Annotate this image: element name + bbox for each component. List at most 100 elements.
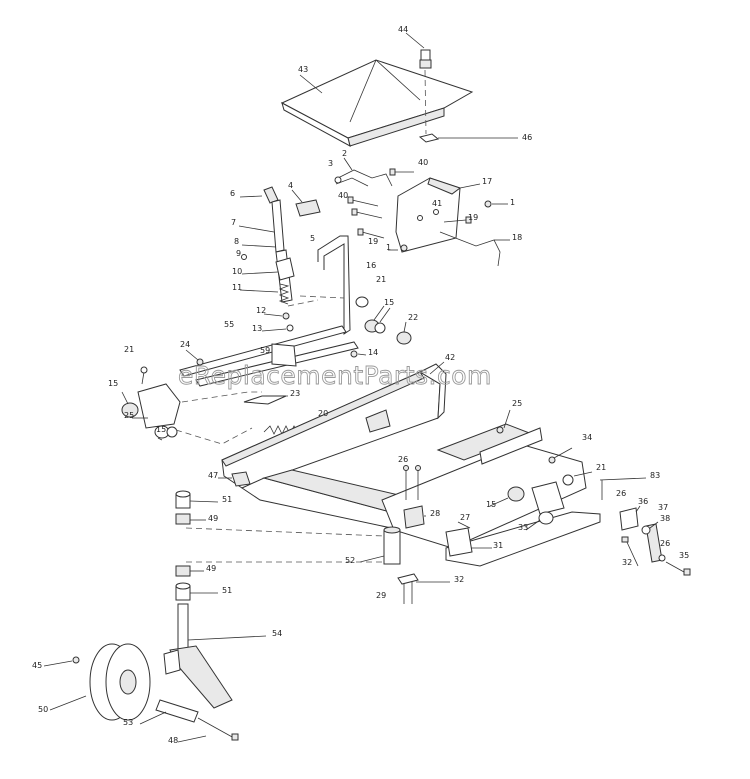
callout-c24: 24	[180, 340, 190, 349]
bolts-part-26-32-35	[621, 536, 691, 576]
callout-c34: 34	[582, 433, 592, 442]
knob-part-44	[405, 32, 432, 69]
callout-c51a: 51	[222, 495, 232, 504]
callout-c49b: 49	[206, 564, 216, 573]
callout-c53: 53	[123, 718, 133, 727]
right-bracket-part-33	[489, 481, 565, 531]
caster-fork-part-54	[163, 603, 267, 709]
callout-c21b: 21	[124, 345, 134, 354]
callout-c35: 35	[679, 551, 689, 560]
rear-frame-part-31	[381, 423, 601, 567]
callout-c32a: 32	[622, 558, 632, 567]
dashed-links	[175, 391, 262, 445]
callout-c47: 47	[208, 471, 218, 480]
callout-c29: 29	[376, 591, 386, 600]
callout-c48: 48	[168, 736, 178, 745]
bracket-part-2-3	[334, 157, 393, 187]
callout-c15c: 15	[156, 425, 166, 434]
callout-c16: 16	[366, 261, 376, 270]
callout-c55: 55	[224, 320, 234, 329]
callout-c32b: 32	[454, 575, 464, 584]
callout-c40a: 40	[418, 158, 428, 167]
callout-c54: 54	[272, 629, 282, 638]
callout-c40b: 40	[338, 191, 348, 200]
lever-part-5	[287, 235, 351, 335]
callout-c7: 7	[231, 218, 236, 227]
callout-c45: 45	[32, 661, 42, 670]
callout-c14: 14	[368, 348, 378, 357]
callout-c9: 9	[236, 249, 241, 258]
callout-c15a: 15	[384, 298, 394, 307]
left-bracket-part-15-25	[121, 366, 181, 441]
nuts-part-1	[388, 200, 508, 252]
linkage-rods-part-24-59	[179, 325, 367, 387]
callout-c4: 4	[288, 181, 293, 190]
callout-c6: 6	[230, 189, 235, 198]
callout-c27: 27	[460, 513, 470, 522]
callout-c25a: 25	[512, 399, 522, 408]
callout-c18: 18	[512, 233, 522, 242]
caster-parts-47-49-51	[175, 471, 385, 601]
main-frame-part-42	[221, 361, 447, 489]
callout-c19b: 19	[368, 237, 378, 246]
callout-c42: 42	[445, 353, 455, 362]
callout-c33: 33	[518, 523, 528, 532]
callout-c50: 50	[38, 705, 48, 714]
callout-c5: 5	[310, 234, 315, 243]
callout-c15d: 15	[486, 500, 496, 509]
callout-c8: 8	[234, 237, 239, 246]
callout-c21c: 21	[596, 463, 606, 472]
callout-c36: 36	[638, 497, 648, 506]
callout-c1b: 1	[386, 243, 391, 252]
washer-part-46	[418, 69, 518, 143]
callout-c25b: 25	[124, 411, 134, 420]
callout-c3: 3	[328, 159, 333, 168]
plate-part-4	[291, 189, 321, 217]
callout-c41: 41	[432, 199, 442, 208]
callout-c49a: 49	[208, 514, 218, 523]
callout-c26a: 26	[398, 455, 408, 464]
callout-c31: 31	[493, 541, 503, 550]
callout-c46: 46	[522, 133, 532, 142]
callout-c43: 43	[298, 65, 308, 74]
callout-c26c: 26	[660, 539, 670, 548]
callout-c10: 10	[232, 267, 242, 276]
callout-c19a: 19	[468, 213, 478, 222]
plates-part-27-28	[403, 505, 473, 557]
pin-parts-9-10-12-13	[241, 254, 295, 332]
callout-c59: 59	[260, 346, 270, 355]
small-link-part-23	[243, 395, 288, 405]
callout-c22: 22	[408, 313, 418, 322]
bracket-part-36-37-38	[599, 477, 663, 563]
callout-c28: 28	[430, 509, 440, 518]
callout-c11: 11	[232, 283, 242, 292]
spring-part-11	[239, 283, 290, 305]
callout-c38: 38	[660, 514, 670, 523]
top-cover-part-43	[280, 59, 474, 147]
spacers-part-15-21-22	[355, 296, 412, 345]
callout-c23: 23	[290, 389, 300, 398]
callout-c26b: 26	[616, 489, 626, 498]
callout-c51b: 51	[222, 586, 232, 595]
callout-c15b: 15	[108, 379, 118, 388]
bolts-part-26-29-32	[397, 465, 450, 604]
callout-c21a: 21	[376, 275, 386, 284]
callout-c1a: 1	[510, 198, 515, 207]
callout-c52: 52	[345, 556, 355, 565]
wheel-part-50	[49, 643, 151, 721]
callout-c20: 20	[318, 409, 328, 418]
callout-c17: 17	[482, 177, 492, 186]
callout-c12: 12	[256, 306, 266, 315]
callout-c83: 83	[650, 471, 660, 480]
axle-part-53-48-45	[43, 656, 239, 743]
rod-part-18	[439, 231, 510, 267]
hardware-part-21-25-34	[496, 409, 593, 486]
callout-c13: 13	[252, 324, 262, 333]
callout-c44: 44	[398, 25, 408, 34]
callout-c37: 37	[658, 503, 668, 512]
bolts-part-40-19	[347, 168, 472, 239]
pivot-post-part-52	[359, 526, 401, 565]
